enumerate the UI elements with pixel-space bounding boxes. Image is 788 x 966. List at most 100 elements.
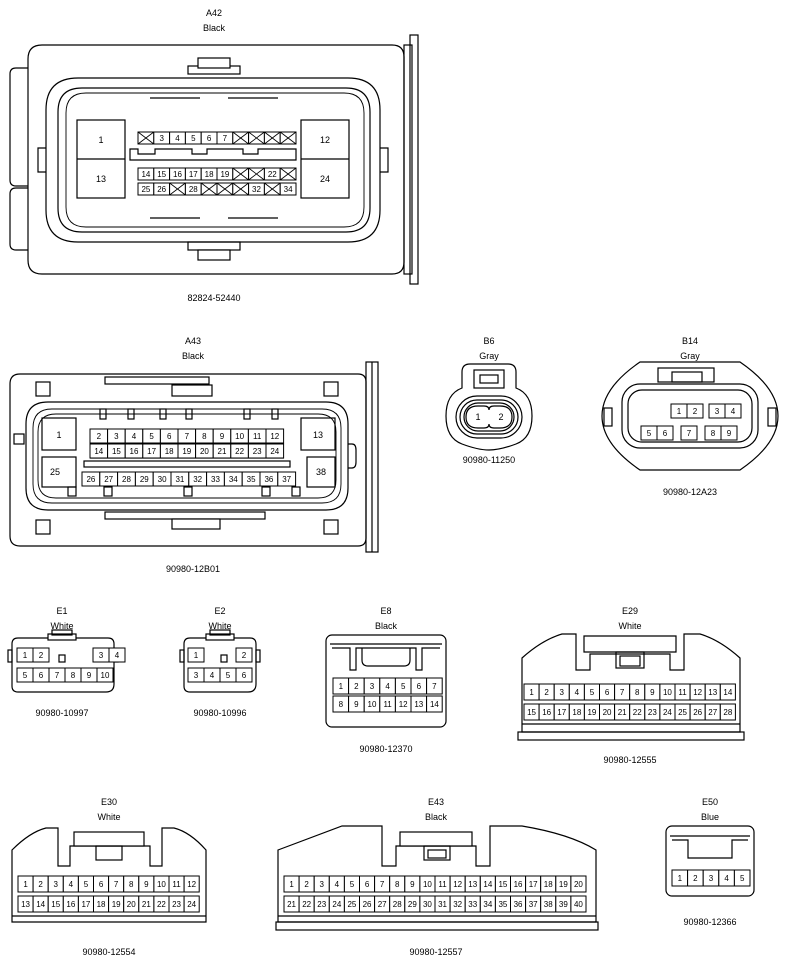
pin-cell: 21: [283, 895, 300, 913]
pin-label: 28: [189, 185, 198, 194]
pin-label: 33: [468, 900, 477, 909]
pin-cross: [279, 167, 297, 181]
pin-label: 7: [223, 134, 228, 143]
pin-cell: 6: [200, 131, 218, 145]
pin-cell: 7: [108, 875, 125, 893]
pin-label: 10: [368, 700, 377, 709]
connector-color: Black: [375, 621, 398, 631]
pin-cell: 32: [449, 895, 466, 913]
pin-label: 5: [401, 682, 406, 691]
big-pin: 13: [96, 174, 106, 184]
connector-color: Gray: [479, 351, 499, 361]
pin-cross: [232, 131, 249, 145]
pin-label: 6: [663, 429, 668, 438]
pin-label: 11: [438, 880, 447, 889]
a42-outer-hood: [45, 77, 381, 243]
pin-cell: 5: [640, 425, 658, 441]
pin-label: 7: [114, 880, 119, 889]
pin-cell: 5: [583, 683, 601, 701]
pin-label: 13: [21, 900, 30, 909]
pin-label: 9: [650, 688, 655, 697]
pin-cross: [169, 182, 186, 196]
connector-code: A42: [206, 8, 222, 18]
pin-label: 11: [383, 700, 392, 709]
pin-label: 24: [187, 900, 196, 909]
pin-label: 36: [264, 475, 273, 484]
connector-code: E30: [101, 797, 117, 807]
pin-label: 27: [378, 900, 387, 909]
pin-cell: 31: [170, 471, 190, 487]
connector-color: White: [208, 621, 231, 631]
pin-cell: 19: [555, 875, 572, 893]
part-number: 90980-12555: [603, 755, 656, 765]
e1-key: [58, 654, 66, 663]
pin-cell: 8: [64, 667, 82, 683]
pin-cell: 15: [494, 875, 511, 893]
pin-cell: 3: [47, 875, 64, 893]
pin-cell: 4: [169, 131, 186, 145]
pin-label: 5: [590, 688, 595, 697]
pin-label: 18: [97, 900, 106, 909]
pin-cell: 6: [599, 683, 616, 701]
pin-label: 13: [708, 688, 717, 697]
a43-key: [185, 408, 193, 420]
pin-cross: [232, 167, 249, 181]
a43-corner-sq: [35, 381, 51, 397]
big-pin: 1: [98, 135, 103, 145]
pin-label: 5: [149, 432, 154, 441]
a42-top-tab-cap: [197, 57, 231, 69]
pin-cell: 6: [656, 425, 674, 441]
connector-code: E43: [428, 797, 444, 807]
pin-label: 3: [99, 651, 104, 660]
pin-label: 3: [159, 134, 164, 143]
pin-label: 36: [514, 900, 523, 909]
pin-label: 5: [226, 671, 231, 680]
a42-side-bar-outer: [409, 34, 419, 285]
a43-top-tab: [104, 376, 210, 385]
e8-body: [325, 634, 447, 728]
pin-cell: 18: [568, 703, 585, 721]
pin-cell: 8: [332, 695, 350, 713]
part-number: 90980-11250: [463, 455, 515, 465]
pin-label: 15: [157, 170, 166, 179]
pin-cell: 10: [153, 875, 170, 893]
pin-cell: 9: [138, 875, 155, 893]
pin-cell: 18: [93, 895, 110, 913]
pin-cell: 2: [538, 683, 555, 701]
pin-label: 6: [167, 432, 172, 441]
pin-cell: 4: [328, 875, 345, 893]
b6-ring: [459, 399, 519, 435]
pin-cell: 30: [419, 895, 436, 913]
pin-cell: 13: [17, 895, 34, 913]
pin-label: 23: [172, 900, 181, 909]
a42-bottom-tab: [187, 241, 241, 251]
pin-cell: 33: [206, 471, 225, 487]
pin-cell: [248, 131, 265, 145]
pin-cell: 22: [153, 895, 170, 913]
pin-label: 8: [339, 700, 344, 709]
pin-cell: 3: [553, 683, 570, 701]
a43-latch-right: [348, 443, 357, 469]
part-number: 90980-12370: [359, 744, 412, 754]
a43-bottom-lock: [171, 518, 221, 530]
connector-code: B6: [483, 336, 494, 346]
pin-label: 14: [94, 447, 103, 456]
pin-label: 7: [380, 880, 385, 889]
part-number: 90980-12A23: [663, 487, 717, 497]
e29-body: [521, 633, 741, 733]
e1-lock: [47, 633, 77, 641]
pin-label: 39: [559, 900, 568, 909]
pin-label: 29: [140, 475, 149, 484]
pin-cell: 9: [404, 875, 421, 893]
pin-label: 1: [194, 651, 199, 660]
pin-label: 13: [414, 700, 423, 709]
pin-cell: 14: [89, 443, 109, 459]
a43-corner-sq: [323, 519, 339, 535]
e29-base: [517, 731, 745, 741]
connector-color: Blue: [701, 812, 719, 822]
a42-housing: [27, 44, 405, 275]
